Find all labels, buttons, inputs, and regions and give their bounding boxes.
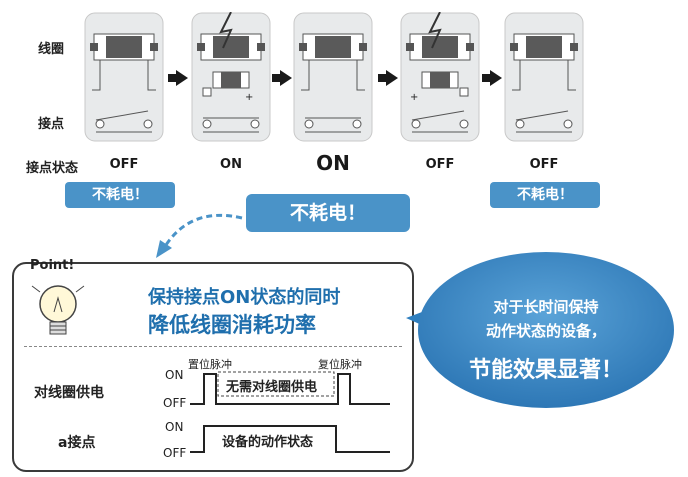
- arrow-right-icon: [482, 70, 502, 86]
- no-power-pill-left: 不耗电！: [65, 182, 175, 208]
- curved-arrow-icon: [156, 213, 243, 258]
- coil-row-label: 线圈: [38, 42, 65, 57]
- bubble-line2: 动作状态的设备，: [485, 322, 606, 340]
- contact-on-label: ON: [165, 420, 184, 434]
- arrow-right-icon: [272, 70, 292, 86]
- contact-state-3: ON: [316, 151, 350, 175]
- lightning-icon: [428, 12, 442, 49]
- contact-state-5: OFF: [529, 157, 559, 172]
- arrow-right-icon: [168, 70, 188, 86]
- relay-panel-1: [84, 12, 164, 142]
- relay-panel-3: [293, 12, 373, 142]
- point-label: Point!: [30, 258, 75, 273]
- svg-text:+: +: [410, 92, 418, 103]
- operating-state-text: 设备的动作状态: [222, 435, 314, 450]
- coil-block: [106, 36, 142, 58]
- speech-bubble: [406, 252, 674, 408]
- no-power-pill-right: 不耗电！: [490, 182, 600, 208]
- relay-panel-4: +: [400, 12, 480, 142]
- svg-text:+: +: [245, 92, 253, 103]
- a-contact-label: a接点: [58, 435, 96, 451]
- lightning-icon: [219, 12, 233, 49]
- coil-off-label: OFF: [163, 396, 187, 410]
- contact-state-4: OFF: [425, 157, 455, 172]
- contact-state-1: OFF: [109, 157, 139, 172]
- no-power-needed-text: 无需对线圈供电: [226, 380, 318, 395]
- coil-on-label: ON: [165, 368, 184, 382]
- headline-line2: 降低线圈消耗功率: [148, 313, 316, 337]
- coil-power-label: 对线圈供电: [34, 385, 104, 401]
- set-pulse-label: 置位脉冲: [188, 358, 232, 371]
- contact-off-label: OFF: [163, 446, 187, 460]
- headline-line1: 保持接点ON状态的同时: [148, 287, 341, 308]
- point-box: [12, 262, 414, 472]
- contact-state-2: ON: [220, 157, 242, 172]
- relay-panel-2: +: [191, 12, 271, 142]
- bubble-line3: 节能效果显著！: [468, 358, 623, 383]
- arrow-right-icon: [378, 70, 398, 86]
- reset-pulse-label: 复位脉冲: [318, 358, 362, 371]
- timing-waveforms: [190, 371, 390, 453]
- divider: [24, 346, 402, 347]
- contact-row-label: 接点: [38, 117, 65, 132]
- relay-panel-5: [504, 12, 584, 142]
- lightbulb-icon: [31, 285, 85, 335]
- bubble-line1: 对于长时间保持: [493, 298, 599, 316]
- no-power-pill-center: 不耗电！: [246, 194, 410, 232]
- contact-state-row-label: 接点状态: [26, 161, 79, 176]
